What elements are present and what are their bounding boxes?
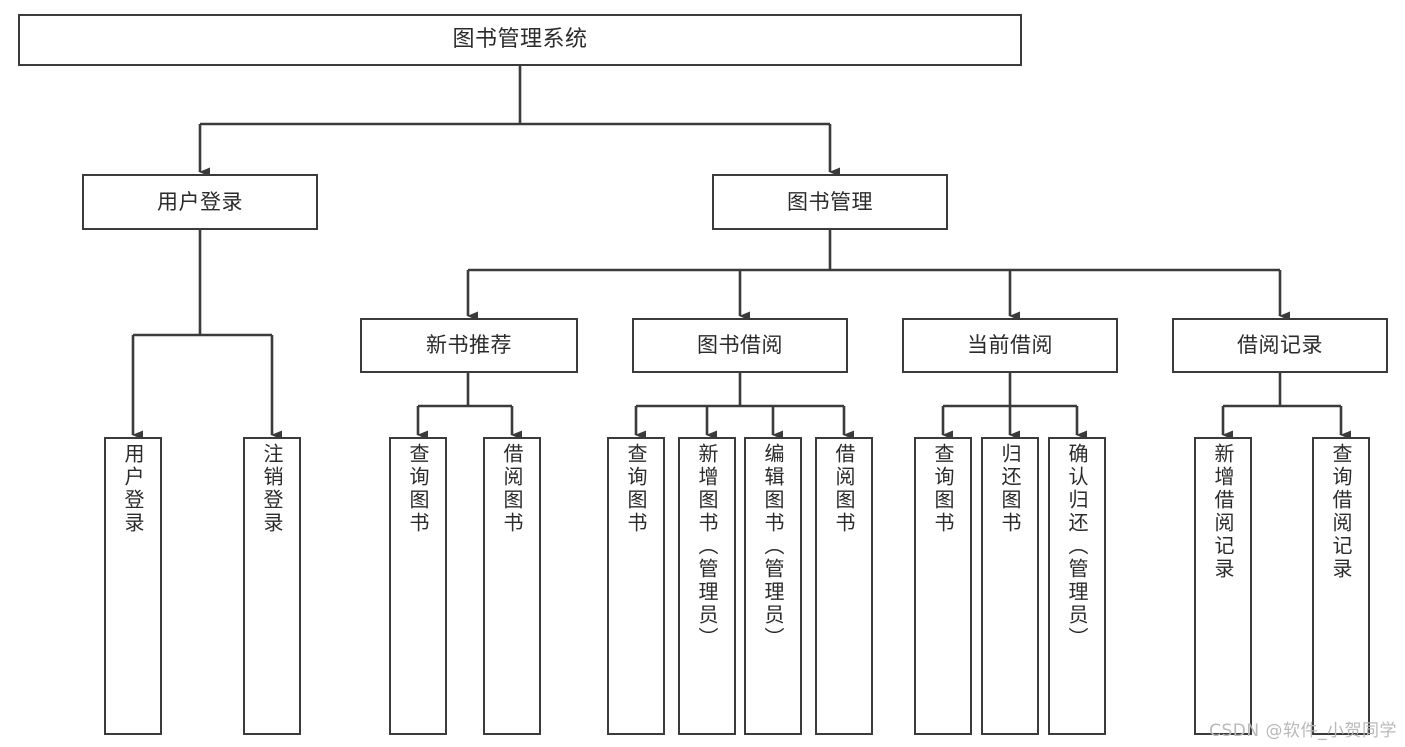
- node-label: 图书管理系统: [452, 27, 588, 53]
- leaf-query-book-current[interactable]: 查询图书: [914, 437, 972, 735]
- node-label: 新增借阅记录: [1211, 443, 1235, 581]
- node-label: 查询图书: [624, 443, 648, 535]
- node-label: 编辑图书（管理员）: [761, 443, 785, 650]
- node-label: 借阅图书: [500, 443, 524, 535]
- node-root-system[interactable]: 图书管理系统: [18, 14, 1022, 66]
- node-label: 借阅记录: [1237, 333, 1323, 358]
- node-label: 图书借阅: [697, 333, 783, 358]
- node-label: 查询图书: [406, 443, 430, 535]
- node-user-login[interactable]: 用户登录: [82, 174, 318, 230]
- node-borrow-record[interactable]: 借阅记录: [1172, 318, 1388, 373]
- node-label: 查询借阅记录: [1329, 443, 1353, 581]
- node-label: 图书管理: [787, 189, 873, 214]
- node-label: 当前借阅: [967, 333, 1053, 358]
- node-book-borrow[interactable]: 图书借阅: [632, 318, 848, 373]
- node-label: 借阅图书: [832, 443, 856, 535]
- leaf-edit-book-admin[interactable]: 编辑图书（管理员）: [744, 437, 802, 735]
- node-new-book-recommend[interactable]: 新书推荐: [360, 318, 578, 373]
- leaf-query-borrow-record[interactable]: 查询借阅记录: [1312, 437, 1370, 735]
- leaf-query-book-recommend[interactable]: 查询图书: [389, 437, 447, 735]
- node-label: 查询图书: [931, 443, 955, 535]
- leaf-borrow-book[interactable]: 借阅图书: [815, 437, 873, 735]
- node-label: 归还图书: [998, 443, 1022, 535]
- node-label: 用户登录: [157, 189, 243, 214]
- leaf-add-borrow-record[interactable]: 新增借阅记录: [1194, 437, 1252, 735]
- leaf-return-book[interactable]: 归还图书: [981, 437, 1039, 735]
- node-label: 确认归还（管理员）: [1065, 443, 1089, 650]
- leaf-confirm-return-admin[interactable]: 确认归还（管理员）: [1048, 437, 1106, 735]
- leaf-logout-login[interactable]: 注销登录: [243, 437, 301, 735]
- watermark: CSDN @软件_小贺同学: [1209, 721, 1397, 741]
- node-label: 新书推荐: [426, 333, 512, 358]
- leaf-query-book-borrow[interactable]: 查询图书: [607, 437, 665, 735]
- node-current-borrow[interactable]: 当前借阅: [902, 318, 1118, 373]
- node-book-management[interactable]: 图书管理: [712, 174, 948, 230]
- leaf-user-login[interactable]: 用户登录: [104, 437, 162, 735]
- leaf-borrow-book-recommend[interactable]: 借阅图书: [483, 437, 541, 735]
- leaf-add-book-admin[interactable]: 新增图书（管理员）: [678, 437, 736, 735]
- node-label: 用户登录: [121, 443, 145, 535]
- node-label: 注销登录: [260, 443, 284, 535]
- node-label: 新增图书（管理员）: [695, 443, 719, 650]
